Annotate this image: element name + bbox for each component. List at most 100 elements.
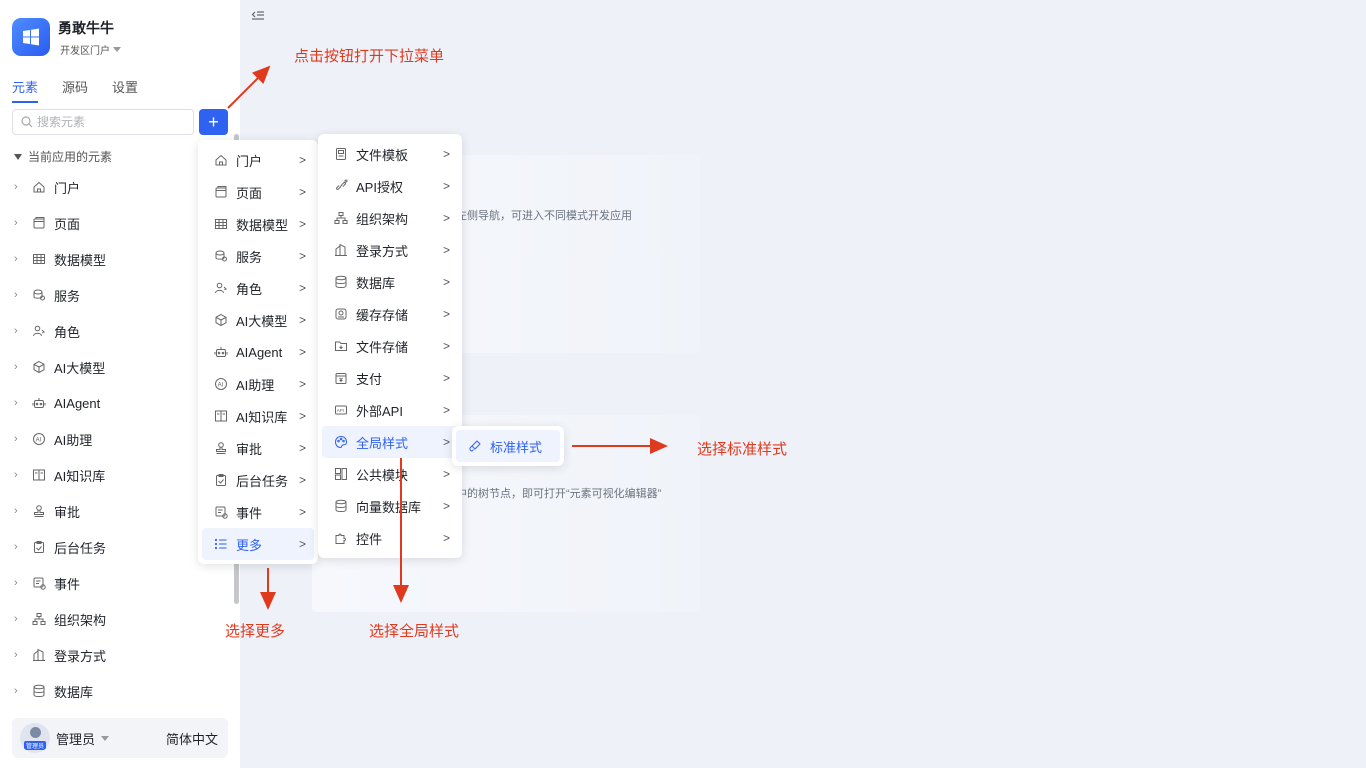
menu2-item[interactable]: 文件存储> (322, 330, 458, 362)
org-icon (32, 613, 46, 625)
tree-item[interactable]: ›AI大模型 (0, 349, 236, 385)
portal-select[interactable]: 开发区门户 (60, 42, 121, 57)
tree-item[interactable]: › 后台任务 (0, 529, 236, 565)
menu2-item[interactable]: 向量数据库> (322, 490, 458, 522)
menu1-item[interactable]: 审批> (202, 432, 314, 464)
tree-item[interactable]: ›AIAgent (0, 385, 236, 421)
tree-item[interactable]: ›组织架构 (0, 601, 236, 637)
collapse-sidebar-icon[interactable] (251, 9, 265, 23)
menu2-item[interactable]: 支付> (322, 362, 458, 394)
database-icon (335, 275, 347, 288)
menu2-item[interactable]: 数据库> (322, 266, 458, 298)
menu-item-label: AI知识库 (236, 409, 288, 425)
tree-item[interactable]: ›数据模型 (0, 241, 236, 277)
search-input[interactable] (37, 115, 177, 129)
tree-item[interactable]: ›事件 (0, 565, 236, 601)
menu1-item[interactable]: AI大模型> (202, 304, 314, 336)
menu3-item[interactable]: 标准样式 (456, 430, 560, 462)
table-icon (33, 254, 45, 264)
tree-item[interactable]: ›门户 (0, 169, 236, 205)
menu2-item[interactable]: 文件模板> (322, 138, 458, 170)
tree-item[interactable]: ›数据库 (0, 673, 236, 709)
svg-text:API: API (337, 408, 344, 413)
chevron-right-icon[interactable]: › (14, 325, 18, 337)
chevron-right-icon[interactable]: › (14, 577, 18, 589)
clipboard-icon (216, 474, 226, 486)
menu1-item[interactable]: AIAgent> (202, 336, 314, 368)
menu-item-label: 组织架构 (356, 211, 409, 227)
menu1-item[interactable]: 更多> (202, 528, 314, 560)
tree-header[interactable]: 当前应用的元素 (14, 148, 112, 165)
menu2-item[interactable]: 控件> (322, 522, 458, 554)
windows-icon (23, 28, 39, 46)
payment-icon (335, 373, 347, 384)
language-select[interactable]: 简体中文 (165, 731, 218, 747)
chevron-right-icon[interactable]: › (14, 361, 18, 373)
tree-item-label: 后台任务 (54, 540, 107, 556)
cube-icon (33, 360, 45, 374)
chevron-right-icon: > (442, 499, 450, 513)
app-logo (12, 18, 50, 56)
tree-item[interactable]: ›页面 (0, 205, 236, 241)
chevron-right-icon: > (298, 441, 306, 455)
menu-item-label: 控件 (356, 531, 383, 547)
menu2-item[interactable]: 登录方式> (322, 234, 458, 266)
chevron-right-icon[interactable]: › (14, 253, 18, 265)
menu1-item[interactable]: 页面> (202, 176, 314, 208)
chevron-right-icon: > (442, 403, 450, 417)
tree-item[interactable]: ›审批 (0, 493, 236, 529)
chevron-right-icon[interactable]: › (14, 433, 18, 445)
menu1-item[interactable]: 门户> (202, 144, 314, 176)
api-icon: API (335, 405, 347, 415)
menu1-item[interactable]: 数据模型> (202, 208, 314, 240)
avatar[interactable]: 管理员 (20, 723, 50, 753)
menu1-item[interactable]: 事件> (202, 496, 314, 528)
menu2-item[interactable]: API授权> (322, 170, 458, 202)
annotation-more: 选择更多 (225, 623, 286, 640)
event-icon (33, 577, 46, 590)
menu1-item[interactable]: 服务> (202, 240, 314, 272)
chevron-right-icon[interactable]: › (14, 505, 18, 517)
menu2-item[interactable]: 缓存存储> (322, 298, 458, 330)
chevron-right-icon[interactable]: › (14, 217, 18, 229)
clipboard-icon (34, 541, 44, 553)
tab-source[interactable]: 源码 (62, 80, 89, 95)
menu2-item[interactable]: 组织架构> (322, 202, 458, 234)
tab-settings[interactable]: 设置 (112, 80, 139, 95)
chevron-right-icon[interactable]: › (14, 685, 18, 697)
chevron-right-icon[interactable]: › (14, 469, 18, 481)
chevron-right-icon[interactable]: › (14, 649, 18, 661)
tree-item[interactable]: ›AI知识库 (0, 457, 236, 493)
chevron-right-icon[interactable]: › (14, 289, 18, 301)
chevron-right-icon[interactable]: › (14, 541, 18, 553)
sidebar-tabs: 元素 源码 设置 (12, 77, 138, 103)
chevron-right-icon[interactable]: › (14, 613, 18, 625)
chevron-right-icon: > (298, 217, 306, 231)
cache-icon (335, 308, 347, 320)
menu1-item[interactable]: 后台任务> (202, 464, 314, 496)
menu-item-label: 后台任务 (236, 473, 289, 489)
palette-icon (334, 435, 348, 449)
add-element-button[interactable]: + (199, 109, 228, 135)
chevron-right-icon: > (298, 153, 306, 167)
menu1-item[interactable]: 角色> (202, 272, 314, 304)
tree-item[interactable]: ›服务 (0, 277, 236, 313)
ai-assistant-icon: AI (33, 433, 45, 445)
chevron-right-icon[interactable]: › (14, 181, 18, 193)
user-menu[interactable]: 管理员 (56, 729, 110, 748)
tab-elements[interactable]: 元素 (12, 77, 39, 103)
tree-item[interactable]: ›角色 (0, 313, 236, 349)
menu2-item[interactable]: 全局样式> (322, 426, 458, 458)
menu2-item[interactable]: 公共模块> (322, 458, 458, 490)
menu1-item[interactable]: AI知识库> (202, 400, 314, 432)
svg-text:AI: AI (36, 437, 42, 443)
chevron-right-icon: > (442, 243, 450, 257)
menu-item-label: 数据库 (356, 275, 396, 291)
chevron-right-icon[interactable]: › (14, 397, 18, 409)
book-icon (215, 410, 227, 422)
tree-item[interactable]: ›登录方式 (0, 637, 236, 673)
